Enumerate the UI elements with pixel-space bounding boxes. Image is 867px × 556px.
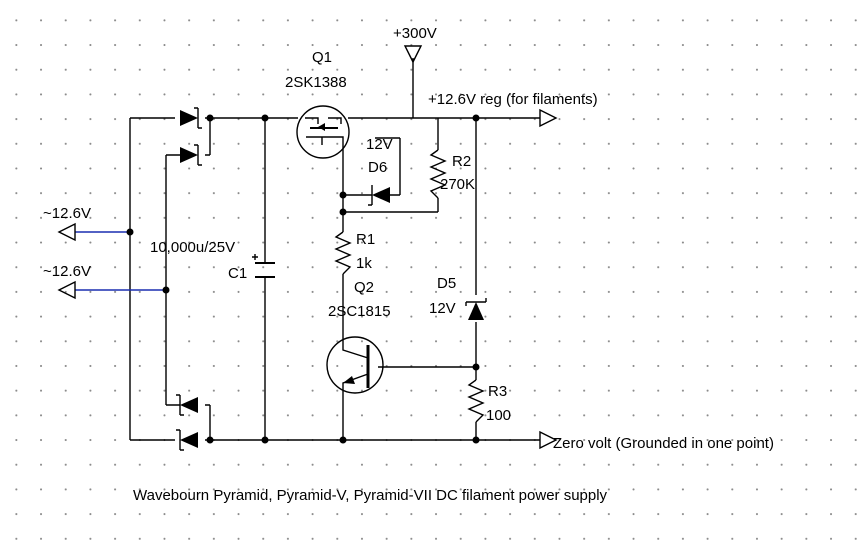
r1-ref: R1 — [356, 231, 375, 248]
junctions — [126, 114, 480, 444]
q2-value: 2SC1815 — [328, 303, 391, 320]
resistor-r1 — [334, 231, 352, 275]
q1-ref: Q1 — [312, 49, 332, 66]
d6-ref: D6 — [368, 159, 387, 176]
labels: +300V +12.6V reg (for filaments) Zero vo… — [43, 25, 774, 504]
r2-value: 270K — [440, 176, 475, 193]
bridge-diode-2 — [180, 144, 202, 166]
ports — [57, 45, 558, 450]
zener-d5 — [465, 298, 487, 320]
output-port-arrow — [539, 108, 558, 128]
r3-value: 100 — [486, 407, 511, 424]
capacitor-c1 — [252, 254, 275, 278]
ac-label-1: ~12.6V — [43, 205, 91, 222]
ac-port-arrow-1 — [57, 222, 76, 242]
c1-ref: C1 — [228, 265, 247, 282]
c1-value: 10,000u/25V — [150, 239, 235, 256]
ground-port-arrow — [539, 430, 558, 450]
mosfet-q1 — [296, 105, 350, 159]
bridge-diode-4 — [176, 429, 198, 451]
zener-d6 — [368, 185, 390, 206]
d6-value: 12V — [366, 136, 393, 153]
transistor-q2 — [326, 336, 384, 394]
resistor-r3 — [467, 379, 485, 423]
q2-ref: Q2 — [354, 279, 374, 296]
bridge-diode-1 — [180, 107, 202, 129]
d5-value: 12V — [429, 300, 456, 317]
d5-ref: D5 — [437, 275, 456, 292]
ground-label: Zero volt (Grounded in one point) — [553, 435, 774, 452]
output-label: +12.6V reg (for filaments) — [428, 91, 598, 108]
r1-value: 1k — [356, 255, 372, 272]
r2-ref: R2 — [452, 153, 471, 170]
r3-ref: R3 — [488, 383, 507, 400]
q1-value: 2SK1388 — [285, 74, 347, 91]
diagram-title: Wavebourn Pyramid, Pyramid-V, Pyramid-VI… — [133, 487, 608, 504]
resistor-r2 — [429, 149, 447, 199]
wires — [75, 58, 540, 441]
bridge-diode-3 — [176, 394, 198, 416]
hv-port-arrow — [403, 45, 423, 64]
ac-port-arrow-2 — [57, 280, 76, 300]
ac-label-2: ~12.6V — [43, 263, 91, 280]
hv-label: +300V — [393, 25, 437, 42]
